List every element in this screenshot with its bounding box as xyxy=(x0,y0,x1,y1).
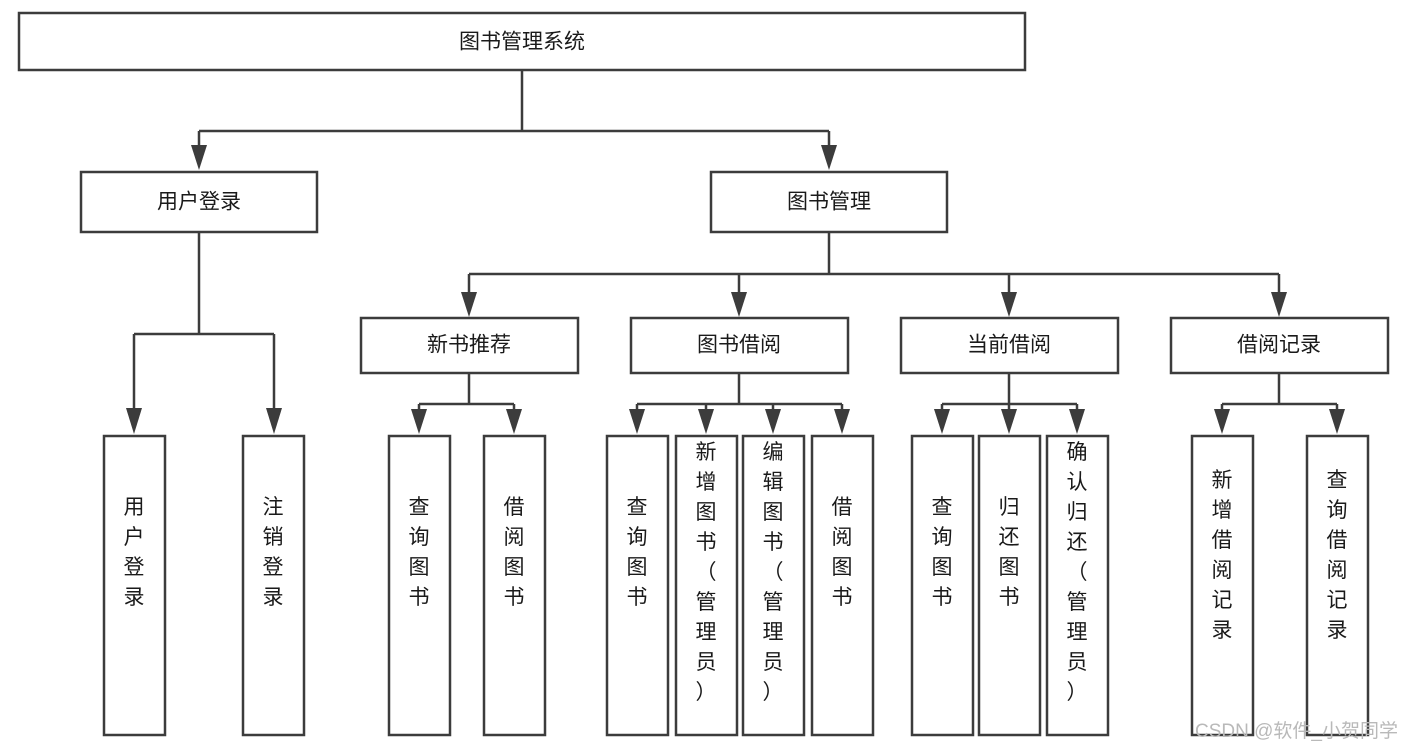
leaf-query-record[interactable]: 查询借阅记录 xyxy=(1305,434,1370,737)
leaf-query-record-box[interactable] xyxy=(1305,434,1370,737)
node-book-borrow[interactable]: 图书借阅 xyxy=(629,316,850,375)
arrow-to-leaf-borrow-book-2 xyxy=(834,409,850,434)
node-root-label: 图书管理系统 xyxy=(459,31,585,54)
leaf-borrow-book-1-label: 借阅图书 xyxy=(504,496,525,609)
arrow-to-leaf-query-book-2 xyxy=(629,409,645,434)
leaf-return-book-label: 归还图书 xyxy=(999,496,1020,609)
arrow-to-leaf-user-logout xyxy=(266,408,282,434)
node-root-box[interactable] xyxy=(17,11,1027,72)
node-user-login[interactable]: 用户登录 xyxy=(79,170,319,234)
leaf-borrow-book-2-label: 借阅图书 xyxy=(832,496,853,609)
leaf-query-book-2[interactable]: 查询图书 xyxy=(605,434,670,737)
leaf-edit-book-label: 编辑图书（管理员） xyxy=(763,441,784,704)
node-borrow-record-box[interactable] xyxy=(1169,316,1390,375)
arrow-to-leaf-add-book xyxy=(698,409,714,434)
arrow-to-current-borrow xyxy=(1001,292,1017,317)
arrow-to-user-login xyxy=(191,145,207,170)
leaf-borrow-book-2[interactable]: 借阅图书 xyxy=(810,434,875,737)
node-book-manage-label: 图书管理 xyxy=(787,191,871,214)
node-borrow-record-label: 借阅记录 xyxy=(1237,334,1321,357)
leaf-user-logout-label: 注销登录 xyxy=(263,496,284,609)
arrow-to-leaf-borrow-book-1 xyxy=(506,409,522,434)
leaf-query-record-label: 查询借阅记录 xyxy=(1327,469,1348,642)
arrow-to-leaf-query-book-1 xyxy=(411,409,427,434)
leaf-user-logout-box[interactable] xyxy=(241,434,306,737)
arrow-to-leaf-confirm-return xyxy=(1069,409,1085,434)
leaf-borrow-book-1[interactable]: 借阅图书 xyxy=(482,434,547,737)
arrow-to-leaf-user-login xyxy=(126,408,142,434)
node-current-borrow[interactable]: 当前借阅 xyxy=(899,316,1120,375)
leaf-edit-book[interactable]: 编辑图书（管理员） xyxy=(741,434,806,737)
leaf-query-book-1-box[interactable] xyxy=(387,434,452,737)
node-current-borrow-label: 当前借阅 xyxy=(967,334,1051,357)
arrow-to-leaf-query-book-3 xyxy=(934,409,950,434)
arrow-to-leaf-add-record xyxy=(1214,409,1230,434)
node-book-borrow-box[interactable] xyxy=(629,316,850,375)
node-root[interactable]: 图书管理系统 xyxy=(17,11,1027,72)
leaf-user-login-label: 用户登录 xyxy=(124,496,145,609)
node-book-borrow-label: 图书借阅 xyxy=(697,334,781,357)
node-current-borrow-box[interactable] xyxy=(899,316,1120,375)
leaf-query-book-3-label: 查询图书 xyxy=(932,496,953,609)
leaf-confirm-return-label: 确认归还（管理员） xyxy=(1067,441,1088,704)
leaf-add-record-label: 新增借阅记录 xyxy=(1212,469,1233,642)
node-book-manage[interactable]: 图书管理 xyxy=(709,170,949,234)
arrow-to-leaf-edit-book xyxy=(765,409,781,434)
leaf-return-book-box[interactable] xyxy=(977,434,1042,737)
leaf-confirm-return[interactable]: 确认归还（管理员） xyxy=(1045,434,1110,737)
connector-group xyxy=(126,70,1345,434)
arrow-to-new-book-rec xyxy=(461,292,477,317)
arrow-to-book-manage xyxy=(821,145,837,170)
leaf-edit-book-box[interactable] xyxy=(741,434,806,737)
leaf-query-book-1-label: 查询图书 xyxy=(409,496,430,609)
node-user-login-box[interactable] xyxy=(79,170,319,234)
leaf-query-book-2-label: 查询图书 xyxy=(627,496,648,609)
node-user-login-label: 用户登录 xyxy=(157,191,241,214)
arrow-to-borrow-record xyxy=(1271,292,1287,317)
node-new-book-rec-label: 新书推荐 xyxy=(427,334,511,357)
leaf-query-book-3[interactable]: 查询图书 xyxy=(910,434,975,737)
leaf-add-book-label: 新增图书（管理员） xyxy=(696,441,717,704)
leaf-add-book[interactable]: 新增图书（管理员） xyxy=(674,434,739,737)
leaf-query-book-1[interactable]: 查询图书 xyxy=(387,434,452,737)
leaf-add-book-box[interactable] xyxy=(674,434,739,737)
leaf-confirm-return-box[interactable] xyxy=(1045,434,1110,737)
leaf-borrow-book-1-box[interactable] xyxy=(482,434,547,737)
node-borrow-record[interactable]: 借阅记录 xyxy=(1169,316,1390,375)
arrow-to-book-borrow xyxy=(731,292,747,317)
leaf-user-logout[interactable]: 注销登录 xyxy=(241,434,306,737)
arrow-to-leaf-query-record xyxy=(1329,409,1345,434)
node-new-book-rec[interactable]: 新书推荐 xyxy=(359,316,580,375)
leaf-query-book-3-box[interactable] xyxy=(910,434,975,737)
leaf-borrow-book-2-box[interactable] xyxy=(810,434,875,737)
leaf-add-record-box[interactable] xyxy=(1190,434,1255,737)
leaf-user-login[interactable]: 用户登录 xyxy=(102,434,167,737)
csdn-watermark: CSDN @软件_小贺同学 xyxy=(1195,720,1398,742)
leaf-add-record[interactable]: 新增借阅记录 xyxy=(1190,434,1255,737)
leaf-return-book[interactable]: 归还图书 xyxy=(977,434,1042,737)
arrow-to-leaf-return-book xyxy=(1001,409,1017,434)
node-new-book-rec-box[interactable] xyxy=(359,316,580,375)
leaf-query-book-2-box[interactable] xyxy=(605,434,670,737)
leaf-user-login-box[interactable] xyxy=(102,434,167,737)
node-book-manage-box[interactable] xyxy=(709,170,949,234)
